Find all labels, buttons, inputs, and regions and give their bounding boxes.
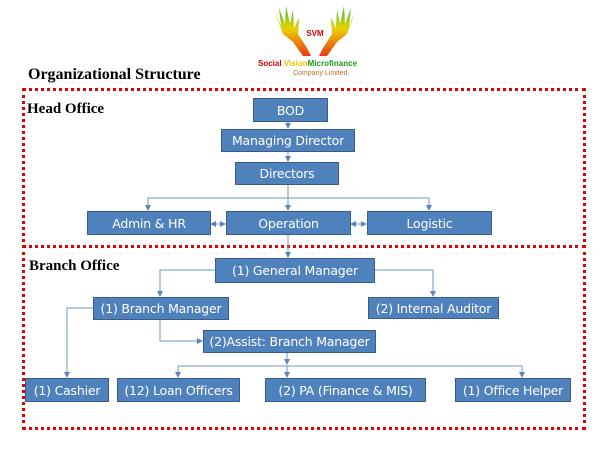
node-managing-director: Managing Director bbox=[221, 129, 355, 152]
connector-gm-branch-manager bbox=[157, 269, 215, 297]
node-logistic: Logistic bbox=[367, 211, 492, 235]
branch-office-label: Branch Office bbox=[29, 258, 120, 274]
connector-gm-auditor bbox=[374, 269, 436, 297]
node-admin-hr: Admin & HR bbox=[87, 211, 211, 235]
connector-bm-cashier bbox=[64, 307, 93, 378]
node-cashier: (1) Cashier bbox=[25, 378, 109, 402]
page-title: Organizational Structure bbox=[28, 66, 201, 83]
node-branch-manager: (1) Branch Manager bbox=[93, 297, 229, 320]
node-operation: Operation bbox=[226, 211, 351, 235]
node-directors: Directors bbox=[235, 162, 339, 185]
node-internal-auditor: (2) Internal Auditor bbox=[368, 297, 499, 319]
logo: SVM Social VisionMicrofinance Company Li… bbox=[255, 4, 375, 80]
logo-subtitle: Company Limited. bbox=[293, 70, 350, 77]
node-pa-finance-mis: (2) PA (Finance & MIS) bbox=[265, 378, 426, 402]
logo-company-name: Social VisionMicrofinance bbox=[258, 59, 357, 68]
branch-office-section bbox=[22, 245, 586, 430]
node-loan-officers: (12) Loan Officers bbox=[117, 378, 240, 402]
logo-name-microfinance: Microfinance bbox=[307, 59, 358, 68]
connector-directors-logistic bbox=[288, 197, 432, 211]
connector-directors-admin bbox=[145, 197, 288, 211]
logo-name-social: Social bbox=[258, 59, 282, 68]
logo-badge: SVM bbox=[306, 29, 324, 38]
node-general-manager: (1) General Manager bbox=[215, 258, 375, 283]
connector-bm-assist bbox=[159, 320, 203, 344]
head-office-label: Head Office bbox=[27, 101, 105, 117]
node-assist-branch-manager: (2)Assist: Branch Manager bbox=[203, 330, 376, 353]
logo-hands-icon: SVM bbox=[275, 6, 355, 56]
node-office-helper: (1) Office Helper bbox=[455, 378, 571, 402]
logo-name-vision: Vision bbox=[283, 59, 308, 68]
node-bod: BOD bbox=[253, 98, 328, 122]
